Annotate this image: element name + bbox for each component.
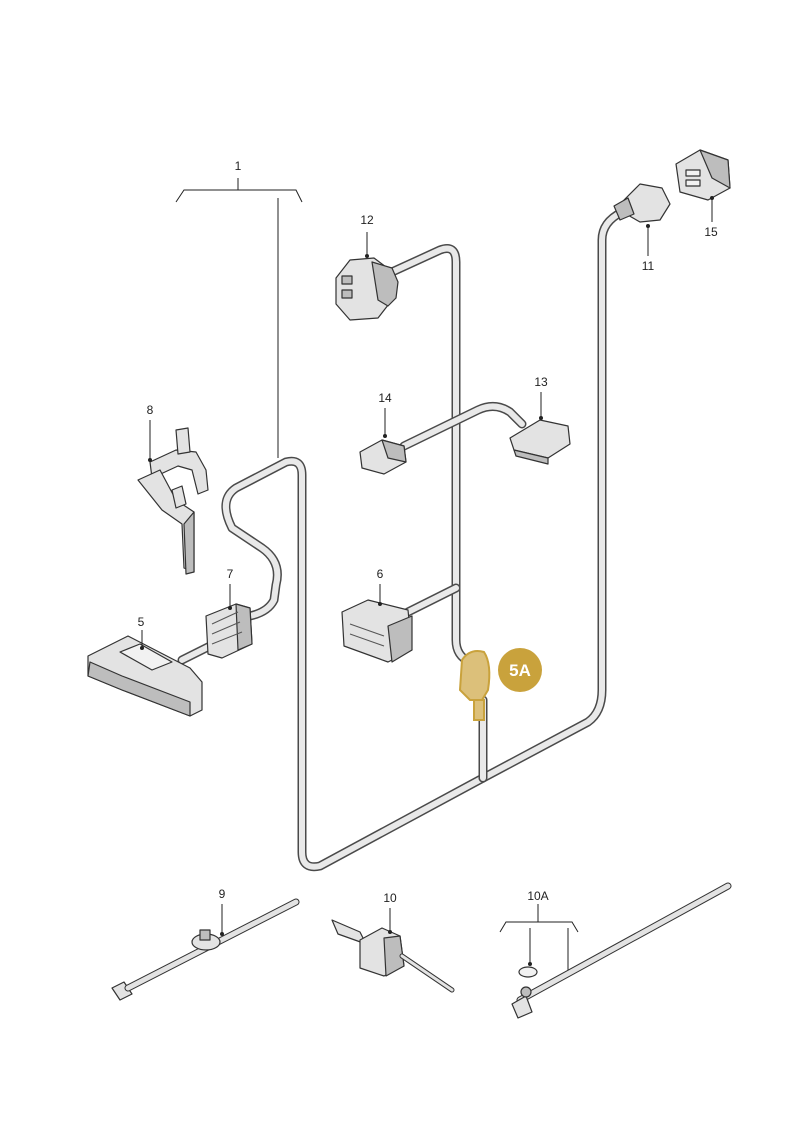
label-part-15: 15 (704, 225, 718, 239)
connector-13: 13 (509, 375, 571, 465)
clip-bracket-8: 8 (137, 403, 209, 575)
connector-14: 14 (359, 391, 407, 475)
connector-12: 12 (335, 213, 399, 321)
label-part-5: 5 (138, 615, 145, 629)
connector-6: 6 (341, 567, 413, 663)
cable-holder-10: 10 (331, 891, 455, 993)
label-part-10a: 10A (527, 889, 548, 903)
connector-11: 11 (613, 183, 671, 273)
leader-1: 1 (175, 159, 303, 458)
label-part-7: 7 (227, 567, 234, 581)
grommet-7: 7 (205, 567, 253, 659)
label-part-8: 8 (147, 403, 154, 417)
connector-5: 5 (87, 615, 203, 717)
label-part-14: 14 (378, 391, 392, 405)
connector-15: 15 (675, 149, 731, 239)
label-part-5a: 5A (509, 661, 531, 680)
label-part-10: 10 (383, 891, 397, 905)
highlighted-terminal-5a[interactable]: 5A (458, 648, 542, 721)
label-part-1: 1 (235, 159, 242, 173)
wiring-harness (177, 207, 627, 872)
label-part-6: 6 (377, 567, 384, 581)
label-part-11: 11 (642, 259, 655, 273)
label-part-9: 9 (219, 887, 226, 901)
cable-tie-9: 9 (111, 887, 300, 1001)
label-part-12: 12 (360, 213, 374, 227)
label-part-13: 13 (534, 375, 548, 389)
cable-tie-10a: 10A (499, 882, 732, 1019)
